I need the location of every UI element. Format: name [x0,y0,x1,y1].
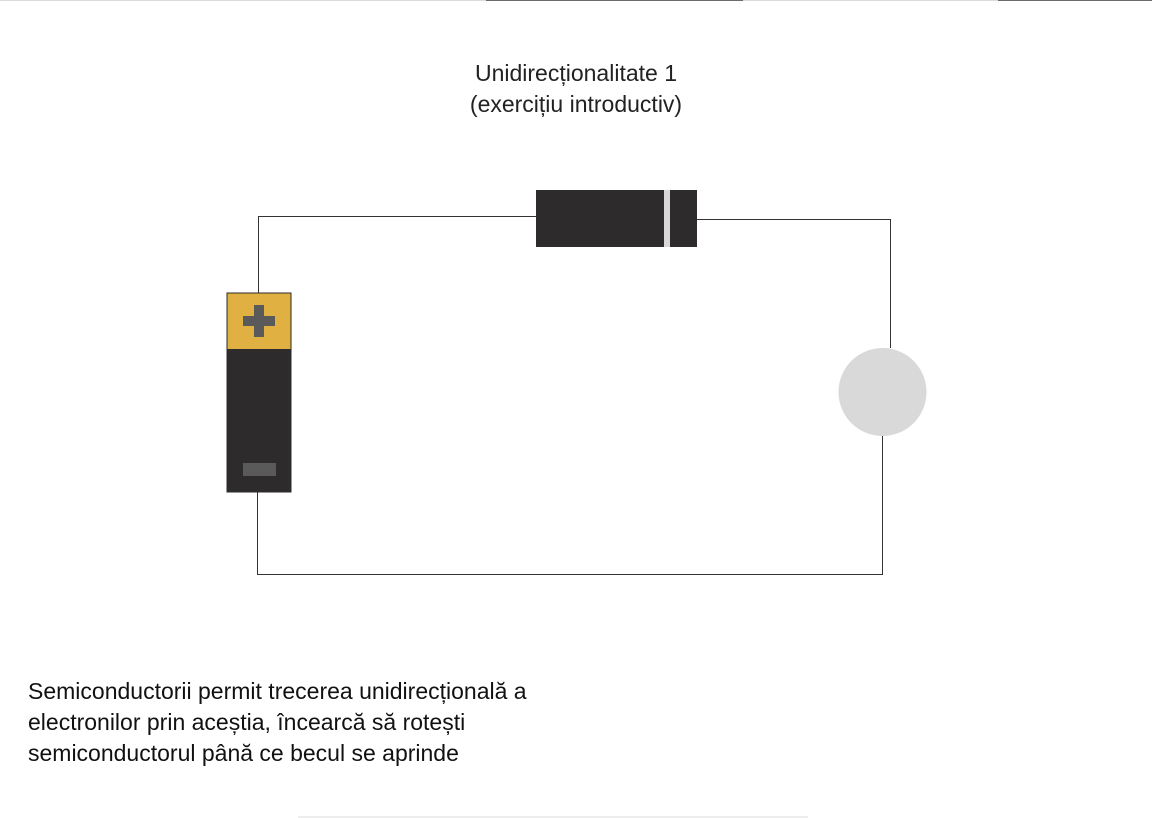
top-divider-left [0,0,486,1]
instructions-line-3: semiconductorul până ce becul se aprinde [28,740,459,766]
minus-icon [243,463,276,476]
title-line-1: Unidirecționalitate 1 [474,60,677,86]
instructions-line-1: Semiconductorii permit trecerea unidirec… [28,678,527,704]
top-divider-middle [486,0,743,1]
wire-diode-to-bulb [697,219,891,348]
top-divider-right-gap [743,0,998,1]
bottom-divider [298,816,808,818]
top-divider-right [998,0,1152,1]
instructions-line-2: electronilor prin aceștia, încearcă să r… [28,709,466,735]
page-title: Unidirecționalitate 1 (exercițiu introdu… [376,58,776,120]
battery[interactable] [226,292,292,493]
wires [257,216,891,575]
wire-battery-to-diode [258,216,536,293]
diode-body [536,190,697,247]
plus-icon [243,305,275,337]
diode-semiconductor[interactable] [536,190,697,247]
instructions-text: Semiconductorii permit trecerea unidirec… [28,676,708,769]
wire-bulb-to-battery [257,436,883,575]
battery-outline [226,292,292,493]
diode-cathode-stripe [664,190,670,247]
light-bulb [838,348,927,436]
title-line-2: (exercițiu introductiv) [469,91,683,117]
